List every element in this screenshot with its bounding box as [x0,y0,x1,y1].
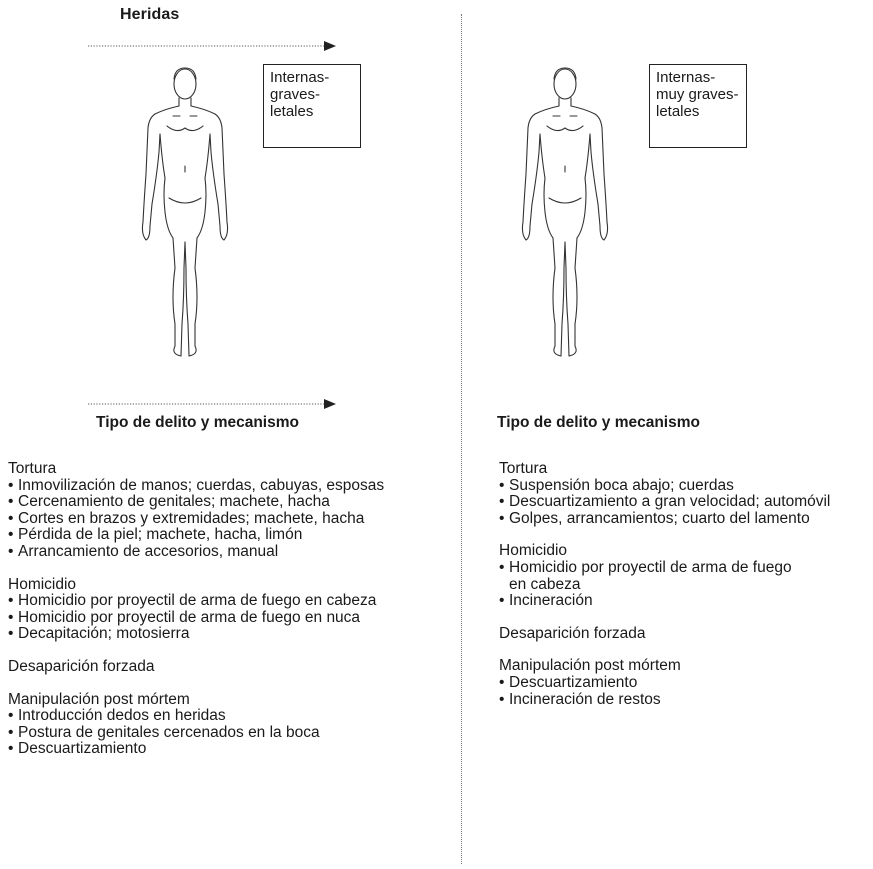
section-title-right: Tipo de delito y mecanismo [497,414,700,431]
group-title-manipulacion: Manipulación post mórtem [8,690,190,708]
group-title-desaparicion: Desaparición forzada [499,624,646,642]
box-line: graves- [270,86,321,103]
heridas-heading: Heridas [120,6,180,23]
arrow-top [88,41,336,51]
list-item: •Decapitación; motosierra [8,625,190,643]
list-item: •Inmovilización de manos; cuerdas, cabuy… [8,476,385,494]
group-title-manipulacion: Manipulación post mórtem [499,657,681,675]
injury-box-left: Internas- graves- letales [263,64,361,148]
list-item: •Postura de genitales cercenados en la b… [8,723,320,741]
group-title-desaparicion: Desaparición forzada [8,657,155,675]
list-item: •Descuartizamiento a gran velocidad; aut… [499,493,831,511]
list-item: •Homicidio por proyectil de arma de fueg… [499,558,792,576]
list-item: •Descuartizamiento [499,673,638,691]
list-item: •Cortes en brazos y extremidades; machet… [8,509,365,527]
box-line: Internas- [656,69,716,86]
list-item-continuation: en cabeza [509,575,581,593]
human-figure-left [141,67,229,357]
list-item: •Homicidio por proyectil de arma de fueg… [8,608,361,626]
group-title-tortura: Tortura [8,460,57,477]
injury-box-right: Internas- muy graves- letales [649,64,747,148]
list-item: •Golpes, arrancamientos; cuarto del lame… [499,509,810,527]
crime-list-left: Tortura •Inmovilización de manos; cuerda… [8,460,385,758]
box-line: letales [656,103,700,120]
list-item: •Homicidio por proyectil de arma de fueg… [8,592,377,610]
list-item: •Cercenamiento de genitales; machete, ha… [8,493,330,511]
box-line: letales [270,103,314,120]
list-item: •Incineración de restos [499,690,661,708]
arrow-bottom [88,399,336,409]
list-item: •Suspensión boca abajo; cuerdas [499,476,734,494]
list-item: •Descuartizamiento [8,740,147,758]
list-item: •Incineración [499,592,593,610]
group-title-homicidio: Homicidio [499,542,568,560]
column-divider [461,14,462,864]
group-title-tortura: Tortura [499,460,548,477]
box-line: muy graves- [656,86,739,103]
group-title-homicidio: Homicidio [8,575,77,593]
human-figure-right [521,67,609,357]
box-line: Internas- [270,69,330,86]
list-item: •Pérdida de la piel; machete, hacha, lim… [8,526,303,544]
list-item: •Introducción dedos en heridas [8,707,226,725]
list-item: •Arrancamiento de accesorios, manual [8,542,279,560]
crime-list-right: Tortura •Suspensión boca abajo; cuerdas … [499,460,831,708]
section-title-left: Tipo de delito y mecanismo [96,414,299,431]
